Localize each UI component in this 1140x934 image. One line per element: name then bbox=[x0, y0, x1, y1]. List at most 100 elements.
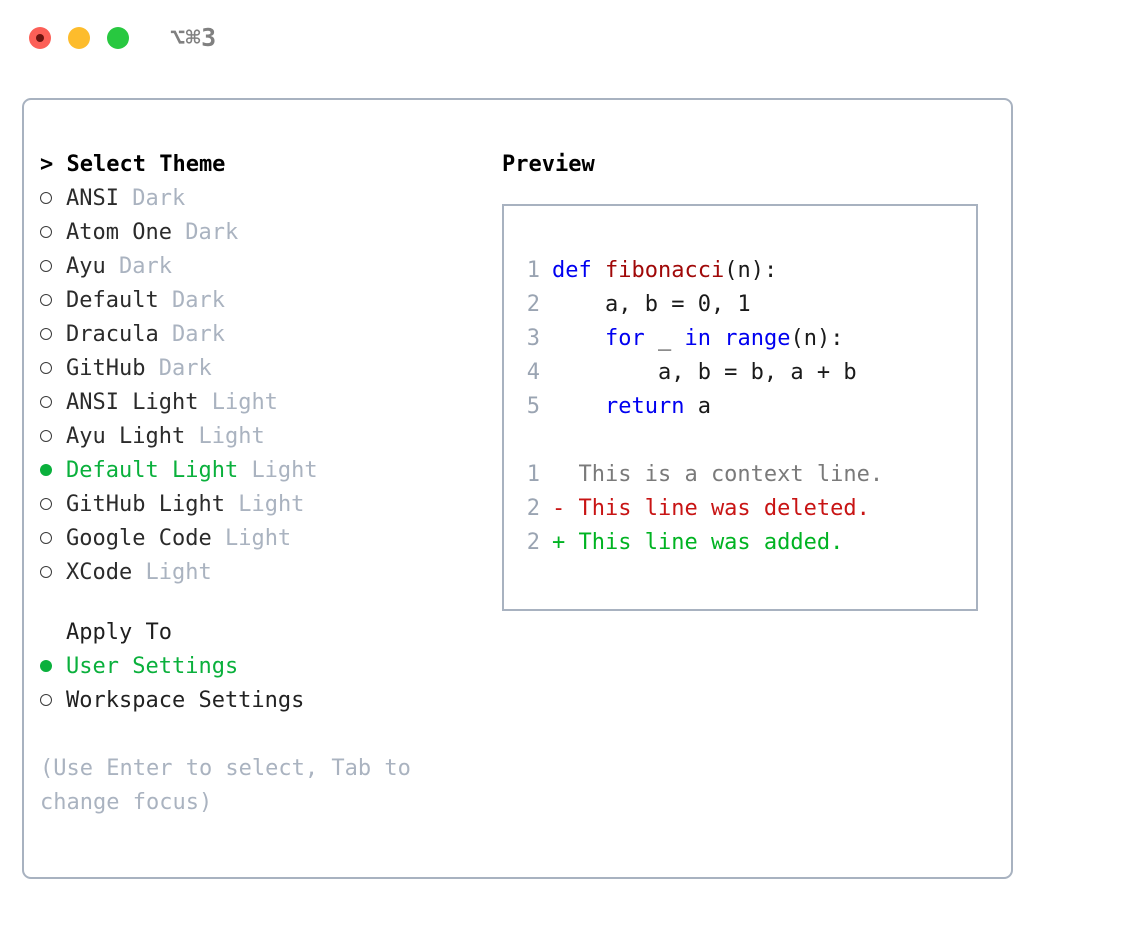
code-token bbox=[711, 326, 724, 351]
line-number: 1 bbox=[526, 462, 540, 487]
line-number: 2 bbox=[526, 292, 540, 317]
theme-name: Default Light bbox=[66, 458, 239, 483]
diff-line-text: - This line was deleted. bbox=[552, 496, 870, 521]
code-token: _ bbox=[644, 326, 685, 351]
radio-unselected-icon bbox=[40, 420, 66, 454]
theme-list-item[interactable]: Default Dark bbox=[40, 284, 480, 318]
theme-variant-tag: Light bbox=[211, 390, 278, 415]
radio-unselected-icon bbox=[40, 522, 66, 556]
theme-variant-tag: Dark bbox=[119, 254, 172, 279]
code-line: 5 return a bbox=[518, 390, 968, 424]
theme-list-item[interactable]: Ayu Light Light bbox=[40, 420, 480, 454]
theme-list-item[interactable]: ANSI Dark bbox=[40, 182, 480, 216]
code-line: 4 a, b = b, a + b bbox=[518, 356, 968, 390]
theme-name: Default bbox=[66, 288, 159, 313]
theme-name: Google Code bbox=[66, 526, 212, 551]
radio-unselected-icon bbox=[40, 352, 66, 386]
theme-variant-tag: Light bbox=[224, 526, 292, 551]
theme-name: XCode bbox=[66, 560, 133, 585]
diff-line: 2+ This line was added. bbox=[518, 526, 968, 560]
line-number: 1 bbox=[526, 258, 540, 283]
apply-to-option[interactable]: User Settings bbox=[40, 650, 480, 684]
theme-name: Dracula bbox=[66, 322, 159, 347]
theme-list-item[interactable]: GitHub Light Light bbox=[40, 488, 480, 522]
preview-title: Preview bbox=[502, 152, 595, 177]
line-number: 2 bbox=[526, 496, 540, 521]
radio-dot bbox=[40, 362, 52, 374]
radio-unselected-icon bbox=[40, 386, 66, 420]
line-number: 4 bbox=[526, 360, 540, 385]
code-token: a bbox=[684, 394, 711, 419]
diff-line: 2 - This line was deleted. bbox=[518, 492, 968, 526]
theme-variant-tag: Dark bbox=[132, 186, 186, 211]
theme-list-item[interactable]: Dracula Dark bbox=[40, 318, 480, 352]
title-bar: ⌥⌘3 bbox=[0, 0, 1140, 78]
theme-list-item[interactable]: XCode Light bbox=[40, 556, 480, 590]
radio-dot bbox=[40, 660, 52, 672]
code-token: def bbox=[552, 258, 605, 283]
radio-dot bbox=[40, 226, 52, 238]
theme-list-item[interactable]: Default Light Light bbox=[40, 454, 480, 488]
keyboard-hint-text: (Use Enter to select, Tab to change focu… bbox=[40, 756, 425, 815]
apply-to-option[interactable]: Workspace Settings bbox=[40, 684, 480, 718]
theme-list-item[interactable]: Ayu Dark bbox=[40, 250, 480, 284]
radio-dot bbox=[40, 532, 52, 544]
select-theme-header: > Select Theme bbox=[40, 152, 226, 177]
radio-dot bbox=[40, 192, 52, 204]
radio-unselected-icon bbox=[40, 182, 66, 216]
theme-variant-tag: Light bbox=[251, 458, 318, 483]
radio-selected-icon bbox=[40, 454, 66, 488]
radio-dot bbox=[40, 294, 52, 306]
radio-dot bbox=[40, 464, 52, 476]
code-token: (n): bbox=[790, 326, 844, 351]
code-line: 2 a, b = 0, 1 bbox=[518, 288, 968, 322]
code-token bbox=[552, 394, 605, 419]
code-token: for bbox=[604, 326, 645, 351]
theme-list-item[interactable]: Atom One Dark bbox=[40, 216, 480, 250]
theme-variant-tag: Dark bbox=[185, 220, 239, 245]
apply-to-option-label: Workspace Settings bbox=[66, 688, 305, 713]
theme-list-item[interactable]: GitHub Dark bbox=[40, 352, 480, 386]
apply-to-option-label: User Settings bbox=[66, 654, 239, 679]
theme-name: GitHub Light bbox=[66, 492, 225, 517]
diff-line: 1 This is a context line. bbox=[518, 458, 968, 492]
theme-name: ANSI bbox=[66, 186, 119, 211]
radio-dot bbox=[40, 396, 52, 408]
theme-variant-tag: Dark bbox=[158, 356, 212, 381]
radio-unselected-icon bbox=[40, 318, 66, 352]
diff-line-text: + This line was added. bbox=[552, 530, 844, 555]
radio-dot bbox=[40, 694, 52, 706]
theme-list-item[interactable]: ANSI Light Light bbox=[40, 386, 480, 420]
minimize-button[interactable] bbox=[68, 27, 90, 49]
radio-unselected-icon bbox=[40, 250, 66, 284]
apply-to-title: Apply To bbox=[66, 620, 172, 645]
code-token: return bbox=[604, 394, 685, 419]
radio-dot bbox=[40, 328, 52, 340]
theme-name: Ayu Light bbox=[66, 424, 186, 449]
theme-name: ANSI Light bbox=[66, 390, 199, 415]
theme-name: Ayu bbox=[66, 254, 106, 279]
radio-selected-icon bbox=[40, 650, 66, 684]
radio-unselected-icon bbox=[40, 684, 66, 718]
radio-unselected-icon bbox=[40, 488, 66, 522]
close-button[interactable] bbox=[29, 27, 51, 49]
maximize-button[interactable] bbox=[107, 27, 129, 49]
code-token: a, b = b, a + b bbox=[552, 360, 857, 385]
code-spacer bbox=[518, 424, 968, 458]
code-token: range bbox=[724, 326, 791, 351]
theme-variant-tag: Light bbox=[238, 492, 305, 517]
theme-variant-tag: Light bbox=[198, 424, 265, 449]
theme-name: GitHub bbox=[66, 356, 146, 381]
theme-list-item[interactable]: Google Code Light bbox=[40, 522, 480, 556]
radio-dot bbox=[40, 260, 52, 272]
